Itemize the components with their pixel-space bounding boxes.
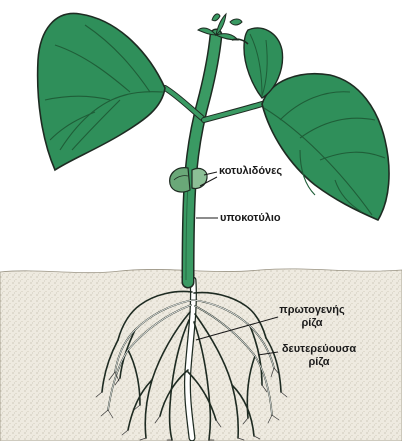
left-leaf [38, 13, 165, 170]
hypocotyl-label: υποκοτύλιο [220, 212, 281, 225]
primary-root-label-line1: πρωτογενής [272, 304, 352, 317]
primary-root-label: πρωτογενής ρίζα [272, 304, 352, 330]
secondary-root-label: δευτερεύουσα ρίζα [274, 343, 364, 369]
cotyledons-label: κοτυλιδόνες [219, 165, 282, 178]
secondary-root-label-line1: δευτερεύουσα [274, 343, 364, 356]
secondary-root-label-line2: ρίζα [274, 356, 364, 369]
stem [165, 35, 262, 282]
right-leaf [262, 74, 389, 220]
cotyledons [170, 168, 207, 192]
primary-root-label-line2: ρίζα [272, 317, 352, 330]
